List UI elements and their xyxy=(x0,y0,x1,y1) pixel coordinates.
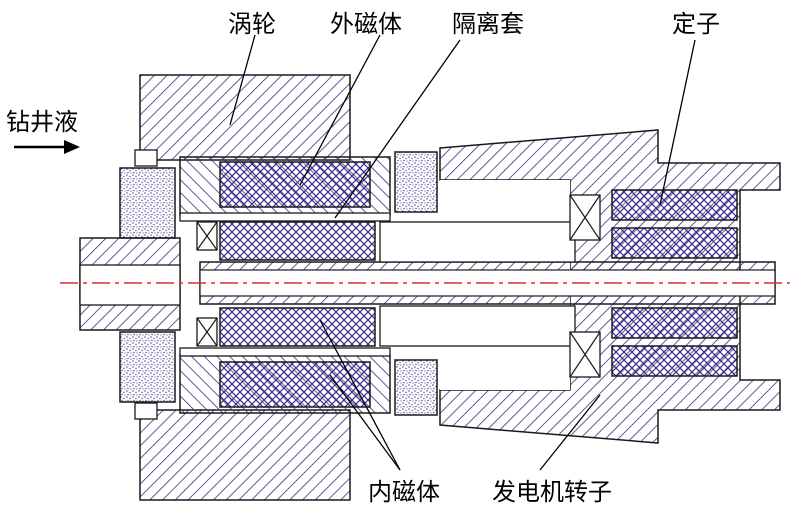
isolation-sleeve xyxy=(179,212,391,357)
bearing-left-top xyxy=(196,221,218,251)
label-generator-rotor: 发电机转子 xyxy=(492,478,612,506)
bearing-right-bottom xyxy=(569,331,601,378)
label-drilling-fluid: 钻井液 xyxy=(6,108,78,136)
seals xyxy=(119,149,438,420)
stator xyxy=(611,189,738,377)
bearing-right-top xyxy=(569,194,601,241)
label-stator: 定子 xyxy=(672,10,720,38)
outer-magnet xyxy=(219,161,371,408)
inner-magnet xyxy=(219,221,376,347)
flow-arrow xyxy=(14,140,80,154)
label-inner-magnet: 内磁体 xyxy=(368,478,440,506)
label-isolation-sleeve: 隔离套 xyxy=(452,10,524,38)
bearing-left-bottom xyxy=(196,317,218,347)
bearings xyxy=(196,194,601,378)
turbine xyxy=(139,74,351,501)
label-outer-magnet: 外磁体 xyxy=(330,10,402,38)
label-turbine: 涡轮 xyxy=(228,10,276,38)
leader-lines xyxy=(229,34,696,471)
